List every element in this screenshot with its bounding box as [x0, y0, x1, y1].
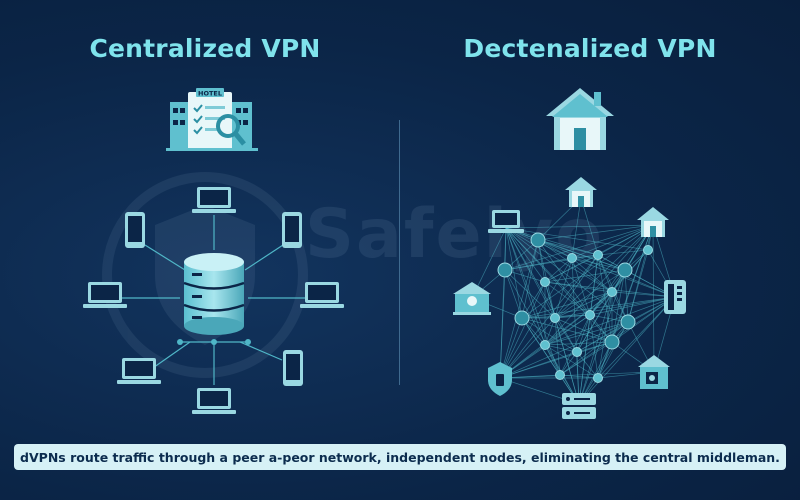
- house-icon: [565, 177, 597, 207]
- house-icon: [637, 207, 669, 237]
- network-node-icon: [530, 232, 546, 248]
- laptop-icon: [300, 282, 344, 308]
- smartphone-icon: [125, 212, 145, 248]
- network-node-icon: [555, 370, 565, 380]
- server-rack-icon: [562, 393, 596, 419]
- network-node-icon: [593, 373, 603, 383]
- laptop-icon: [192, 187, 236, 213]
- network-node-icon: [514, 310, 530, 326]
- hotel-sign-label: HOTEL: [198, 90, 222, 98]
- network-node-icon: [550, 313, 560, 323]
- smartphone-icon: [282, 212, 302, 248]
- centralized-connections: [122, 215, 305, 385]
- caption-bar: dVPNs route traffic through a peer a-peo…: [14, 444, 786, 470]
- shield-icon: [488, 362, 512, 396]
- network-node-icon: [620, 314, 636, 330]
- safe-box-icon: [638, 355, 670, 389]
- laptop-icon: [83, 282, 127, 308]
- laptop-icon: [488, 210, 524, 233]
- centralized-vpn-title: Centralized VPN: [89, 34, 321, 63]
- smartphone-icon: [283, 350, 303, 386]
- network-node-icon: [607, 287, 617, 297]
- network-node-icon: [572, 347, 582, 357]
- hotel-building-icon: HOTEL: [166, 88, 258, 151]
- network-node-icon: [567, 253, 577, 263]
- network-node-icon: [540, 340, 550, 350]
- network-node-icon: [593, 250, 603, 260]
- laptop-icon: [192, 388, 236, 414]
- house-icon: [546, 88, 614, 150]
- decentralized-vpn-title: Dectenalized VPN: [463, 34, 717, 63]
- bank-building-icon: [453, 282, 491, 315]
- network-node-icon: [643, 245, 653, 255]
- network-node-icon: [617, 262, 633, 278]
- network-node-icon: [585, 310, 595, 320]
- section-divider: [399, 120, 400, 385]
- network-node-icon: [497, 262, 513, 278]
- database-server-icon: [183, 253, 245, 335]
- payment-terminal-icon: [664, 280, 686, 314]
- caption-text: dVPNs route traffic through a peer a-peo…: [20, 449, 780, 465]
- laptop-icon: [117, 358, 161, 384]
- vpn-comparison-diagram: HOTEL: [83, 88, 686, 419]
- network-node-icon: [540, 277, 550, 287]
- network-node-icon: [604, 334, 620, 350]
